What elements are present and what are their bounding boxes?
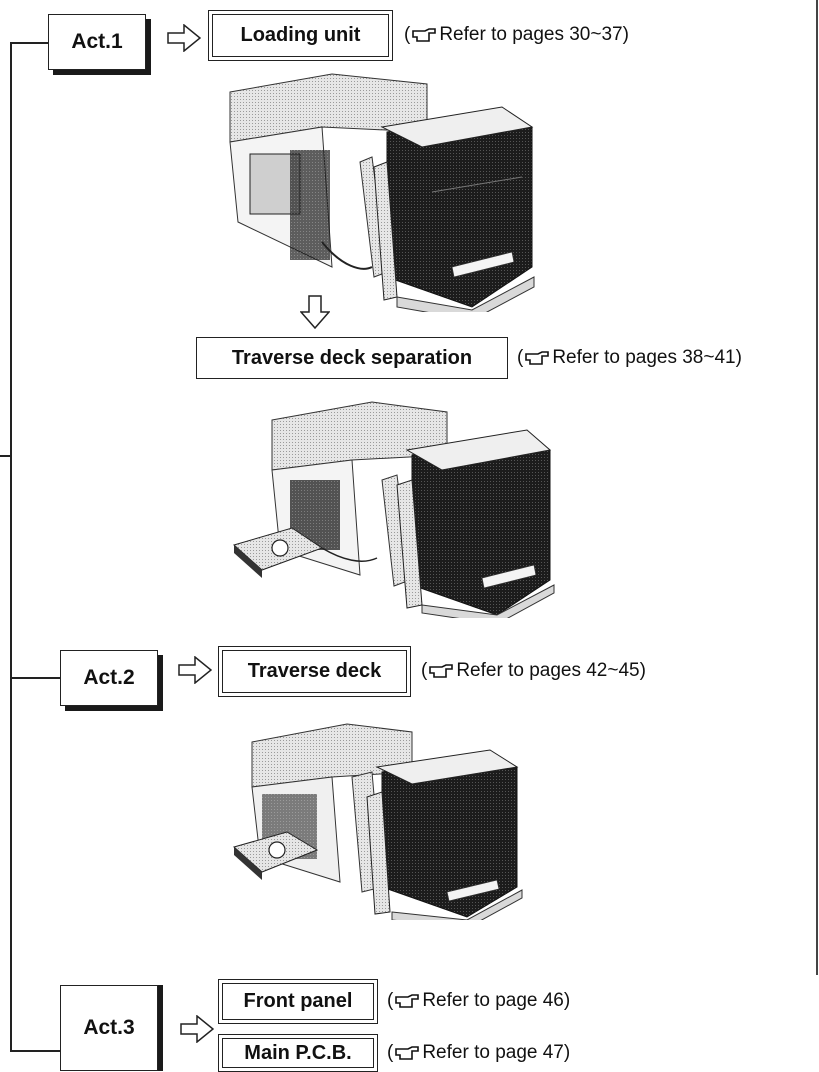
ref-traverse-deck-separation: ( Refer to pages 38~41) [517,347,742,368]
traverse-deck-separation-box: Traverse deck separation [196,337,508,379]
front-panel-title: Front panel [243,990,353,1012]
loading-unit-box: Loading unit [208,10,393,61]
page-right-rule [816,0,818,975]
act2-box: Act.2 [60,650,158,706]
main-pcb-box: Main P.C.B. [218,1034,378,1072]
ref-main-pcb: ( Refer to page 47) [387,1042,571,1063]
tree-line-act2 [10,677,60,679]
hollow-arrow-icon [300,295,330,329]
tree-line-act3 [10,1050,60,1052]
main-pcb-title: Main P.C.B. [244,1041,352,1064]
act3-box: Act.3 [60,985,158,1071]
tree-branch-middle [0,455,11,457]
act1-box: Act.1 [48,14,146,70]
hollow-arrow-icon [167,24,201,52]
traverse-deck-separation-title: Traverse deck separation [231,346,473,369]
tree-line-act1 [10,42,48,44]
loading-unit-photo [229,73,535,312]
ref-traverse-deck: ( Refer to pages 42~45) [421,660,646,681]
hollow-arrow-icon [180,1015,214,1043]
pointing-hand-icon [429,664,454,678]
hollow-arrow-icon [178,656,212,684]
pointing-hand-icon [395,1046,420,1060]
traverse-deck-title: Traverse deck [247,660,382,682]
act2-label: Act.2 [83,666,135,689]
act3-label: Act.3 [83,1016,135,1039]
pointing-hand-icon [395,994,420,1008]
act1-label: Act.1 [71,30,123,53]
pointing-hand-icon [525,351,550,365]
ref-front-panel: ( Refer to page 46) [387,990,571,1011]
tree-trunk [10,42,12,1050]
traverse-deck-separation-photo [232,401,555,618]
ref-loading-unit: ( Refer to pages 30~37) [404,24,629,45]
traverse-deck-box: Traverse deck [218,646,411,697]
pointing-hand-icon [412,28,437,42]
front-panel-box: Front panel [218,979,378,1024]
loading-unit-title: Loading unit [240,24,361,46]
traverse-deck-photo [232,723,523,920]
